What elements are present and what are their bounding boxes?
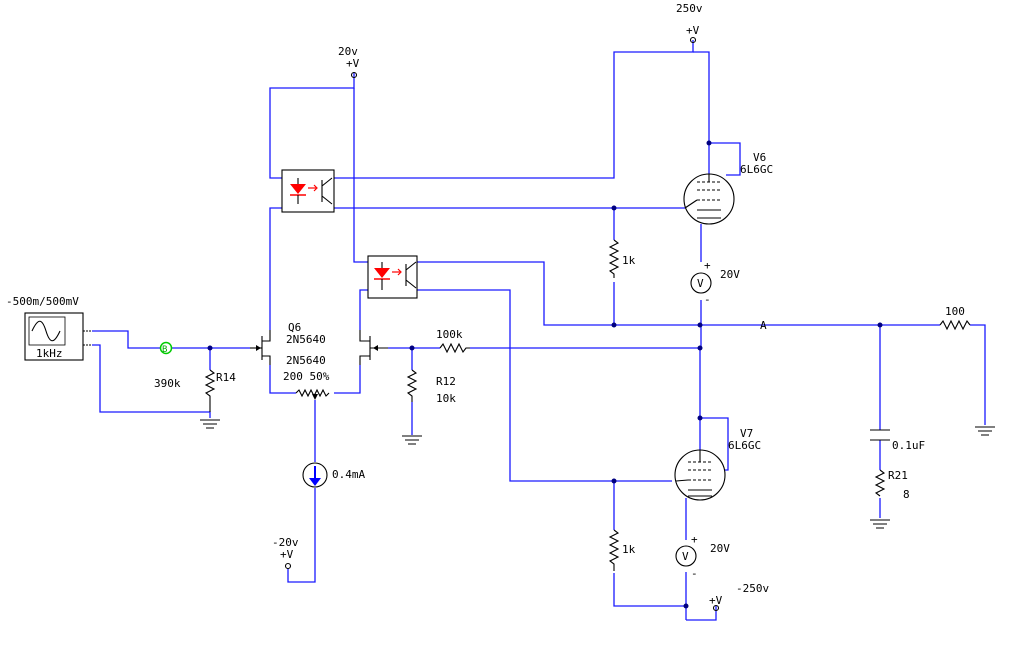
svg-text:+: + [704, 259, 711, 272]
resistor-r21[interactable]: R21 8 [874, 469, 910, 501]
wires [92, 40, 986, 621]
svg-text:10k: 10k [436, 392, 456, 405]
svg-text:Q6: Q6 [288, 321, 301, 334]
svg-text:V6: V6 [753, 151, 766, 164]
svg-text:-: - [691, 567, 698, 580]
svg-text:2N5640: 2N5640 [286, 354, 326, 367]
resistor-100[interactable]: 100 [939, 305, 971, 331]
svg-text:100: 100 [945, 305, 965, 318]
node-a-label: A [760, 319, 767, 332]
voltmeter-lower[interactable]: V + - 20V [675, 533, 730, 580]
junctions [207, 140, 883, 609]
tube-v7[interactable]: V7 6L6GC [674, 427, 761, 501]
svg-text:V: V [682, 550, 689, 563]
resistor-100k[interactable]: 100k [436, 328, 470, 354]
resistor-r14[interactable]: 390k R14 [154, 369, 236, 412]
svg-text:B: B [162, 345, 167, 355]
tube-v6[interactable]: V6 6L6GC [683, 151, 773, 225]
svg-text:+V: +V [280, 548, 294, 561]
vcc-250-symbol: 250v +V [676, 2, 703, 44]
voltmeter-upper[interactable]: V + - 20V [690, 259, 740, 306]
ground-symbol [870, 519, 890, 529]
svg-text:-500m/500mV: -500m/500mV [6, 295, 79, 308]
svg-text:+V: +V [686, 24, 700, 37]
svg-text:390k: 390k [154, 377, 181, 390]
vcc-20-symbol: 20v +V [338, 45, 360, 79]
resistor-1k-upper[interactable]: 1k [608, 239, 636, 278]
svg-text:1k: 1k [622, 543, 636, 556]
svg-text:V: V [697, 277, 704, 290]
function-generator[interactable]: -500m/500mV 1kHz [6, 295, 92, 361]
svg-text:R14: R14 [216, 371, 236, 384]
svg-text:20V: 20V [720, 268, 740, 281]
svg-text:20V: 20V [710, 542, 730, 555]
svg-text:1kHz: 1kHz [36, 347, 63, 360]
svg-text:+: + [691, 533, 698, 546]
svg-text:V7: V7 [740, 427, 753, 440]
svg-text:6L6GC: 6L6GC [728, 439, 761, 452]
svg-text:20v: 20v [338, 45, 358, 58]
jfet-pair-q6[interactable]: Q6 2N5640 2N5640 [250, 321, 388, 367]
current-source[interactable]: 0.4mA [302, 462, 365, 488]
vee-minus-250-symbol: -250v +V [709, 582, 769, 612]
svg-text:R21: R21 [888, 469, 908, 482]
optocoupler-1[interactable] [281, 169, 335, 213]
svg-text:200 50%: 200 50% [283, 370, 330, 383]
svg-text:-250v: -250v [736, 582, 769, 595]
svg-text:0.1uF: 0.1uF [892, 439, 925, 452]
potentiometer[interactable]: 200 50% [283, 370, 330, 400]
resistor-r12[interactable]: R12 10k [406, 369, 456, 405]
svg-text:+V: +V [346, 57, 360, 70]
svg-text:6L6GC: 6L6GC [740, 163, 773, 176]
svg-text:+V: +V [709, 594, 723, 607]
svg-text:1k: 1k [622, 254, 636, 267]
ground-symbol [975, 426, 995, 436]
probe-b[interactable]: B [159, 341, 173, 356]
svg-text:8: 8 [903, 488, 910, 501]
svg-text:100k: 100k [436, 328, 463, 341]
vee-minus-20-symbol: -20v +V [272, 536, 299, 570]
svg-text:2N5640: 2N5640 [286, 333, 326, 346]
ground-symbol [402, 435, 422, 445]
svg-text:-20v: -20v [272, 536, 299, 549]
capacitor[interactable]: 0.1uF [870, 429, 925, 452]
svg-text:250v: 250v [676, 2, 703, 15]
svg-text:0.4mA: 0.4mA [332, 468, 365, 481]
svg-text:R12: R12 [436, 375, 456, 388]
optocoupler-2[interactable] [367, 255, 418, 299]
resistor-1k-lower[interactable]: 1k [608, 529, 636, 571]
ground-symbol [200, 419, 220, 429]
svg-text:-: - [704, 293, 711, 306]
